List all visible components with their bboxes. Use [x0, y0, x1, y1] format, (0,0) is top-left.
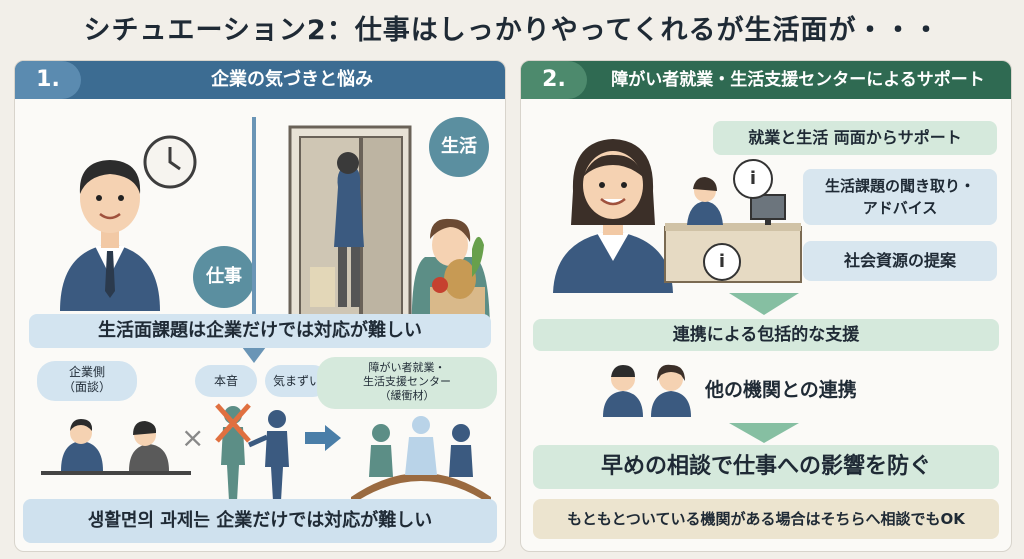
page-title: シチュエーション2：仕事はしっかりやってくれるが生活面が・・・ — [83, 15, 941, 46]
interview-illustration — [41, 419, 191, 475]
company-side-pill: 企業側 （面談） — [37, 361, 137, 401]
other-org-text: 他の機関との連携 — [705, 379, 857, 401]
honne-pill: 本音 — [195, 365, 257, 397]
problem-bar: 生活面課題は企業だけでは対応が難しい — [29, 314, 491, 348]
collab-bar: 連携による包括的な支援 — [533, 319, 999, 351]
support-center-pill: 障がい者就業・ 生活支援センター （緩衝材） — [317, 357, 497, 409]
left-panel-heading: 企業の気づきと悩み — [211, 69, 373, 90]
left-panel-number: 1. — [15, 61, 81, 99]
home-scene-illustration — [288, 125, 490, 342]
left-footer-bar: 생활면의 과제는 企業だけでは対応が難しい — [23, 499, 497, 543]
right-panel-header: 2. 障がい者就業・生活支援センターによるサポート — [521, 61, 1011, 99]
info-icon: i — [733, 159, 773, 199]
work-bubble: 仕事 — [193, 246, 255, 308]
left-panel-header: 1. 企業の気づきと悩み — [15, 61, 505, 99]
team-illustration — [603, 364, 691, 417]
down-triangle-icon — [729, 293, 799, 315]
info-icon: i — [703, 243, 741, 281]
right-arrow-icon — [305, 425, 341, 451]
cross-mark-icon: × — [181, 421, 205, 454]
supporter-illustration — [553, 139, 673, 293]
right-footer-bar: もともとついている機関がある場合はそちらへ相談でもOK — [533, 499, 999, 539]
right-panel-number: 2. — [521, 61, 587, 99]
left-panel: 1. 企業の気づきと悩み 仕事 企業 — [14, 60, 506, 552]
clock-icon — [143, 135, 197, 189]
support-item: 就業と生活 両面からサポート — [713, 121, 997, 155]
down-arrow-icon — [239, 117, 269, 363]
businessman-illustration — [60, 160, 160, 311]
support-item: 社会資源の提案 — [803, 241, 997, 281]
down-triangle-icon — [729, 423, 799, 443]
prevent-bar: 早めの相談で仕事への影響を防ぐ — [533, 445, 999, 489]
right-panel: 2. 障がい者就業・生活支援センターによるサポート i i 就業と生活 両面から… — [520, 60, 1012, 552]
life-bubble: 生活 — [429, 117, 489, 177]
support-item: 生活課題の聞き取り・ アドバイス — [803, 169, 997, 225]
right-panel-heading: 障がい者就業・生活支援センターによるサポート — [611, 70, 985, 90]
honne-person-illustration — [215, 403, 289, 501]
bridge-illustration — [351, 416, 491, 505]
